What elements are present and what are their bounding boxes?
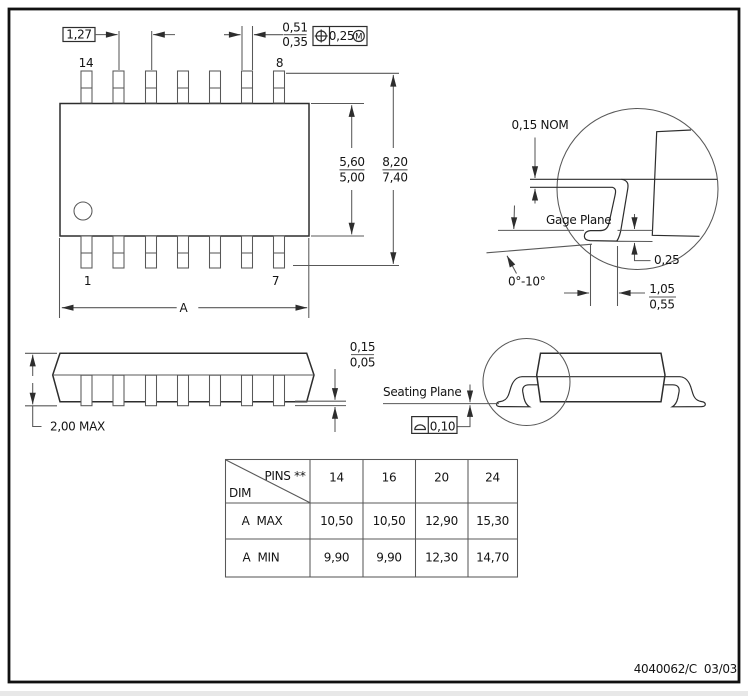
standoff-min: 0,05 <box>350 356 376 370</box>
overall-width-min: 7,40 <box>382 171 408 185</box>
lead-thickness-dimension: 0,15 NOM <box>512 118 569 204</box>
col-header: 16 <box>382 471 397 485</box>
row-label: A MAX <box>242 514 283 528</box>
pitch-value: 1,27 <box>66 28 92 42</box>
true-position-frame: 0,25 M <box>313 27 367 46</box>
cell-value: 12,30 <box>425 551 458 565</box>
lead-width-dimension: 0,51 0,35 <box>224 21 308 71</box>
package-body-top-view <box>60 104 309 237</box>
row-label: A MIN <box>243 551 280 565</box>
top-row-pins <box>81 71 285 103</box>
package-body-end-view <box>537 353 665 401</box>
pin-number-14: 14 <box>79 56 94 70</box>
top-view: 14 8 1 7 1,27 0,51 0,35 <box>60 21 408 319</box>
pin-number-1: 1 <box>84 274 91 288</box>
mmc-letter: M <box>355 32 362 42</box>
table-corner-dim: DIM <box>229 486 251 500</box>
body-end-outline <box>652 130 699 236</box>
standoff-max: 0,15 <box>350 340 376 354</box>
table-corner-pins: PINS ** <box>264 469 305 483</box>
lead-thickness-value: 0,15 NOM <box>512 118 569 132</box>
lead-inner-contour <box>617 179 628 241</box>
lead-angle-dimension: 0°-10° <box>487 244 593 288</box>
pin-number-7: 7 <box>272 274 279 288</box>
end-view: Seating Plane 0,10 <box>383 339 705 434</box>
gage-plane-label: Gage Plane <box>546 213 611 227</box>
max-height-value: 2,00 MAX <box>50 420 105 434</box>
pin-number-8: 8 <box>276 56 283 70</box>
bottom-row-pins <box>81 236 285 268</box>
flatness-tolerance-value: 0,10 <box>430 420 456 434</box>
pin-dimension-table: PINS ** DIM 14 16 20 24 A MAX 10,50 10,5… <box>226 460 518 578</box>
tip-dimension: 0,25 <box>618 214 680 267</box>
cell-value: 15,30 <box>476 514 509 528</box>
col-header: 14 <box>329 471 344 485</box>
length-label: A <box>180 301 189 315</box>
cell-value: 10,50 <box>373 514 406 528</box>
side-view: 2,00 MAX 0,15 0,05 <box>25 340 375 434</box>
cell-value: 10,50 <box>320 514 353 528</box>
gage-plane-callout: Gage Plane <box>498 206 611 231</box>
lead-width-max: 0,51 <box>282 21 308 35</box>
seating-plane-label: Seating Plane <box>383 385 461 399</box>
cell-value: 14,70 <box>476 551 509 565</box>
cell-value: 9,90 <box>324 551 350 565</box>
position-tolerance-value: 0,25 <box>329 29 355 43</box>
col-header: 20 <box>434 471 449 485</box>
lead-width-min: 0,35 <box>282 35 308 49</box>
col-header: 24 <box>485 471 500 485</box>
body-width-min: 5,00 <box>339 171 365 185</box>
foot-length-min: 0,55 <box>649 298 675 312</box>
overall-width-max: 8,20 <box>382 155 408 169</box>
drawing-number: 4040062/C 03/03 <box>634 662 737 676</box>
left-gullwing-lead <box>497 377 538 407</box>
body-width-max: 5,60 <box>339 155 365 169</box>
tip-dim-value: 0,25 <box>654 253 680 267</box>
right-gullwing-lead <box>664 377 705 407</box>
lead-angle-value: 0°-10° <box>508 275 545 289</box>
foot-length-max: 1,05 <box>649 282 675 296</box>
lead-detail-view: 0,15 NOM Gage Plane 0,25 0°-10° <box>487 109 719 312</box>
cell-value: 12,90 <box>425 514 458 528</box>
cell-value: 9,90 <box>376 551 402 565</box>
seating-plane-callout: Seating Plane 0,10 <box>383 385 499 434</box>
